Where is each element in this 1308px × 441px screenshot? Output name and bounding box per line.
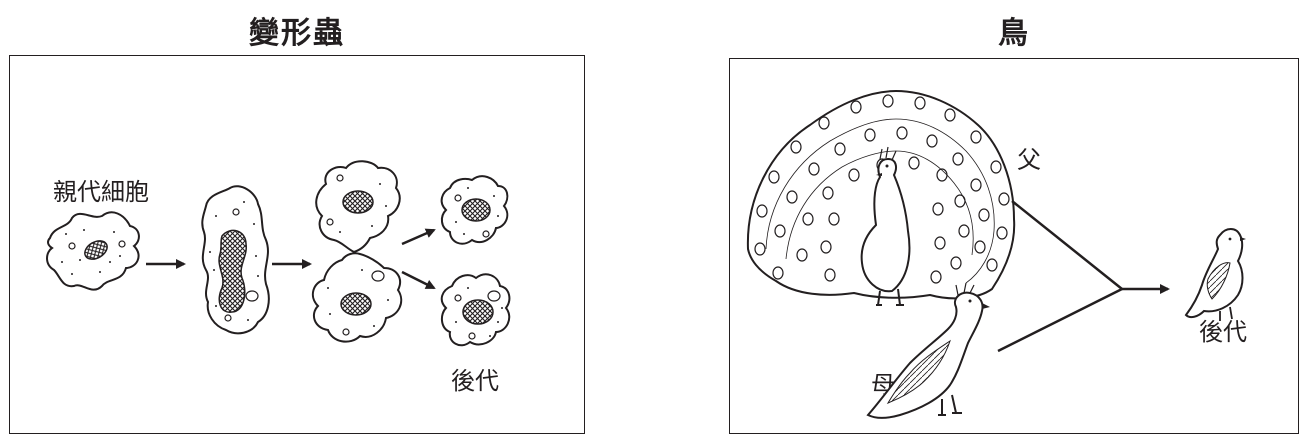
bird-panel: 父 母 後代: [729, 58, 1299, 434]
arrow-upper: [401, 228, 436, 246]
bird-panel-title: 鳥: [998, 16, 1030, 51]
offspring-cell-lower: [440, 273, 511, 347]
amoeba-offspring-label: 後代: [451, 367, 499, 395]
offspring-cell-upper: [440, 175, 509, 245]
amoeba-panel: 親代細胞 後代: [9, 55, 585, 434]
lower-nucleus: [340, 292, 372, 316]
offspring-bird: [1184, 228, 1246, 321]
parent-amoeba-cell: [46, 211, 140, 291]
dividing-nucleus: [218, 229, 247, 313]
pinching-amoeba-cells: [311, 160, 403, 343]
arrow-lower: [401, 270, 436, 290]
amoeba-panel-title: 變形蟲: [249, 16, 345, 51]
father-line: [1011, 200, 1123, 290]
bird-offspring-label: 後代: [1199, 318, 1247, 346]
peahen-mother: [866, 282, 990, 419]
dividing-amoeba-cell: [201, 185, 270, 335]
bird-reproduction-illustration: [746, 89, 1246, 419]
amoeba-division-illustration: [46, 160, 511, 347]
parent-nucleus: [84, 240, 108, 260]
parent-cell-label: 親代細胞: [53, 178, 149, 206]
peacock-father: [746, 89, 1016, 306]
mother-line: [997, 287, 1123, 353]
father-label: 父: [1017, 146, 1041, 174]
upper-nucleus: [342, 190, 374, 214]
